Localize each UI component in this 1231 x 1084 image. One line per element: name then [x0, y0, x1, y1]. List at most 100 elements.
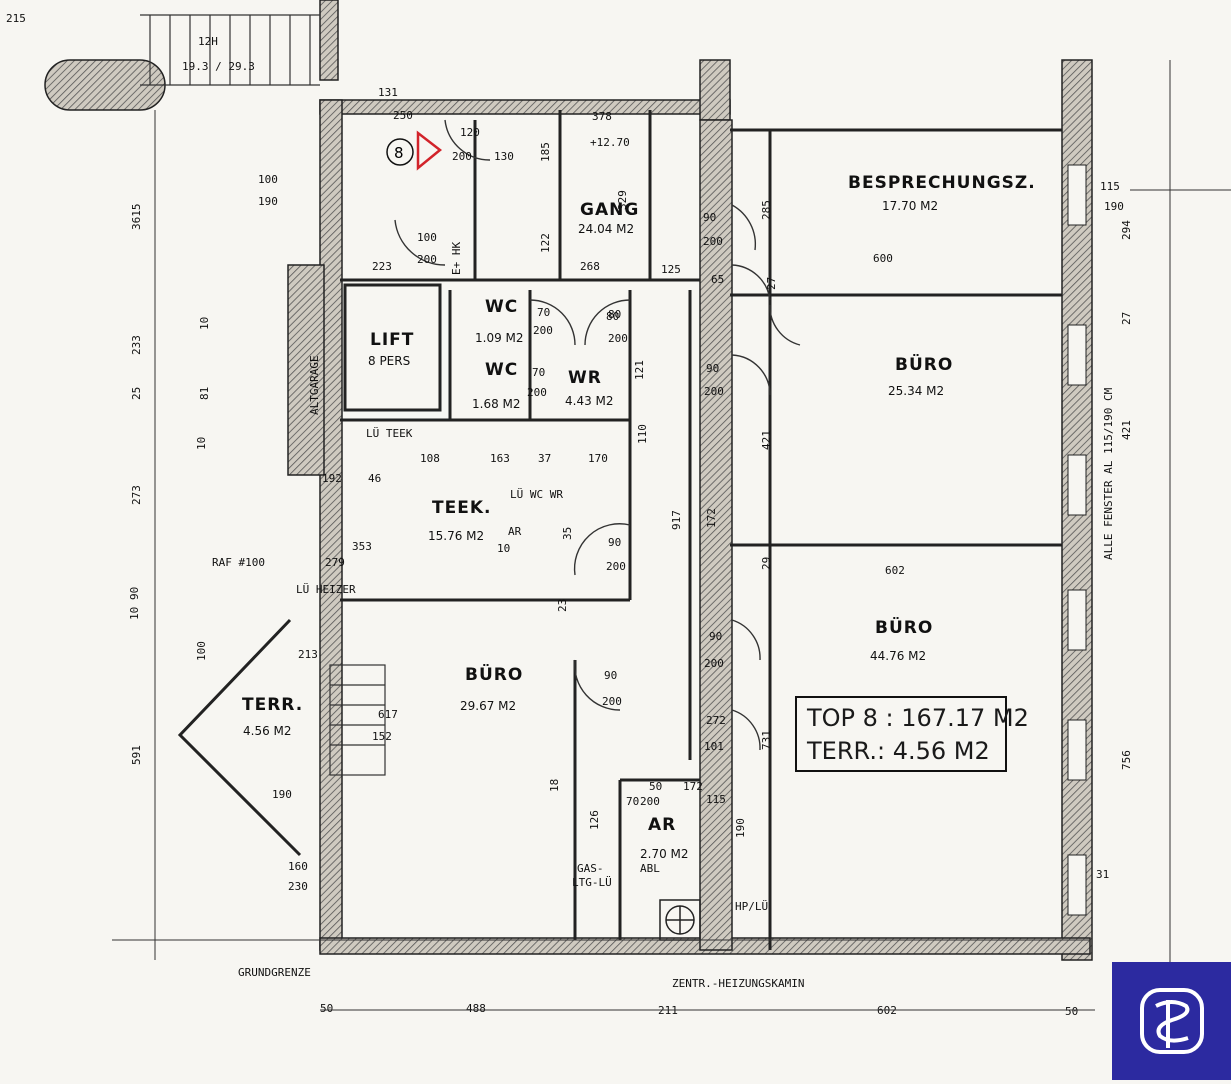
dimension-label: 602 [885, 564, 905, 577]
dimension-label: 190 [258, 195, 278, 208]
dimension-label: 70 [626, 795, 639, 808]
summary-terr-label: TERR.: [807, 737, 886, 765]
dimension-lines [112, 60, 1231, 1011]
dimension-label: 10 [128, 607, 141, 620]
summary-top-value: 167.17 M2 [901, 704, 1029, 732]
dimension-label: 10 [198, 317, 211, 330]
dimension-label: 917 [670, 510, 683, 530]
label-kamin: ZENTR.-HEIZUNGSKAMIN [672, 977, 804, 990]
room-gang-name: GANG [580, 200, 639, 220]
dimension-label: 160 [288, 860, 308, 873]
summary-top-label: TOP 8 : [807, 704, 894, 732]
dimension-label: 108 [420, 452, 440, 465]
dimension-label: 125 [661, 263, 681, 276]
wall-core [699, 119, 733, 951]
dimension-label: 115 [1100, 180, 1120, 193]
label-gas: GAS- [577, 862, 604, 875]
dimension-label: +12.70 [590, 136, 630, 149]
area-summary: TOP 8 : 167.17 M2 TERR.: 4.56 M2 [795, 696, 1029, 772]
room-buero2-name: BÜRO [875, 616, 933, 638]
room-wc2-name: WC [485, 360, 518, 380]
dimension-label: 31 [1096, 868, 1109, 881]
dimensions: 2153615233252731090591100190131250120200… [6, 12, 1133, 1018]
dimension-label: 110 [636, 424, 649, 444]
room-besprechung-name: BESPRECHUNGSZ. [848, 173, 1036, 193]
room-buero2-area: 44.76 M2 [870, 649, 926, 663]
dimension-label: 70 [532, 366, 545, 379]
label-luheizer: LÜ HEIZER [296, 583, 356, 596]
unit-marker-number: 8 [394, 144, 404, 162]
dimension-label: 233 [130, 335, 143, 355]
room-lift-area: 8 PERS [368, 354, 410, 368]
room-buero1-area: 25.34 M2 [888, 384, 944, 398]
dimension-label: 285 [760, 200, 773, 220]
room-terr-area: 4.56 M2 [243, 724, 292, 738]
dimension-label: 90 [703, 211, 716, 224]
room-ar-area: 2.70 M2 [640, 847, 689, 861]
dimension-label: 200 [608, 332, 628, 345]
dimension-label: 617 [378, 708, 398, 721]
dimension-label: 50 [320, 1002, 333, 1015]
dimension-label: 488 [466, 1002, 486, 1015]
room-gang-area: 24.04 M2 [578, 222, 634, 236]
door-swings [394, 119, 801, 751]
dimension-label: 90 [608, 536, 621, 549]
dimension-label: 731 [760, 730, 773, 750]
dimension-label: 10 [497, 542, 510, 555]
dimension-label: 200 [452, 150, 472, 163]
brand-logo [1112, 962, 1231, 1080]
summary-terr-value: 4.56 M2 [892, 737, 990, 765]
unit-marker-triangle [416, 130, 443, 171]
dimension-label: 200 [704, 657, 724, 670]
dimension-label: 18 [548, 779, 561, 792]
dimension-label: 600 [873, 252, 893, 265]
dimension-label: 192 [322, 472, 342, 485]
room-teek-name: TEEK. [432, 498, 491, 518]
dimension-label: 185 [539, 142, 552, 162]
room-buero3-name: BÜRO [465, 663, 523, 685]
dimension-label: 329 [616, 190, 629, 210]
dimension-label: 421 [760, 430, 773, 450]
dimension-label: 101 [704, 740, 724, 753]
label-lu-wc-wr: LÜ WC WR [510, 488, 563, 501]
dimension-label: 46 [368, 472, 381, 485]
unit-marker: 8 [386, 130, 443, 171]
chimney [659, 899, 701, 941]
partitions [340, 110, 1062, 950]
wall-stair-right [319, 0, 339, 81]
dimension-label: 130 [494, 150, 514, 163]
dimension-label: 163 [490, 452, 510, 465]
dimension-label: 35 [561, 527, 574, 540]
dimension-label: 591 [130, 745, 143, 765]
room-besprechung-area: 17.70 M2 [882, 199, 938, 213]
label-stair2: 19.3 / 29.3 [182, 60, 255, 73]
dimension-label: 50 [649, 780, 662, 793]
label-gas2: LTG-LÜ [572, 876, 612, 889]
dimension-label: 279 [325, 556, 345, 569]
room-wc1-name: WC [485, 297, 518, 317]
dimension-label: 37 [538, 452, 551, 465]
walls [44, 0, 1093, 961]
dimension-label: 200 [602, 695, 622, 708]
label-fenster: ALLE FENSTER AL 115/190 CM [1102, 387, 1115, 560]
dimension-label: 90 [128, 587, 141, 600]
dimension-label: 121 [633, 360, 646, 380]
dimension-label: 100 [195, 641, 208, 661]
label-ar: AR [508, 525, 522, 538]
dimension-label: 70 [537, 306, 550, 319]
summary-line-top: TOP 8 : 167.17 M2 [807, 702, 1029, 735]
label-elev: E+ HK [450, 242, 463, 275]
dimension-label: 100 [258, 173, 278, 186]
dimension-label: 10 [195, 437, 208, 450]
room-buero1-name: BÜRO [895, 353, 953, 375]
dimension-label: 81 [198, 387, 211, 400]
dimension-label: 190 [1104, 200, 1124, 213]
label-altgarage: ALTGARAGE [308, 355, 321, 415]
label-grundgrenze: GRUNDGRENZE [238, 966, 311, 979]
dimension-label: 115 [706, 793, 726, 806]
room-wr-area: 4.43 M2 [565, 394, 614, 408]
lift-shaft [343, 283, 442, 412]
dimension-label: 353 [352, 540, 372, 553]
dimension-label: 23 [556, 599, 569, 612]
dimension-label: 126 [588, 810, 601, 830]
